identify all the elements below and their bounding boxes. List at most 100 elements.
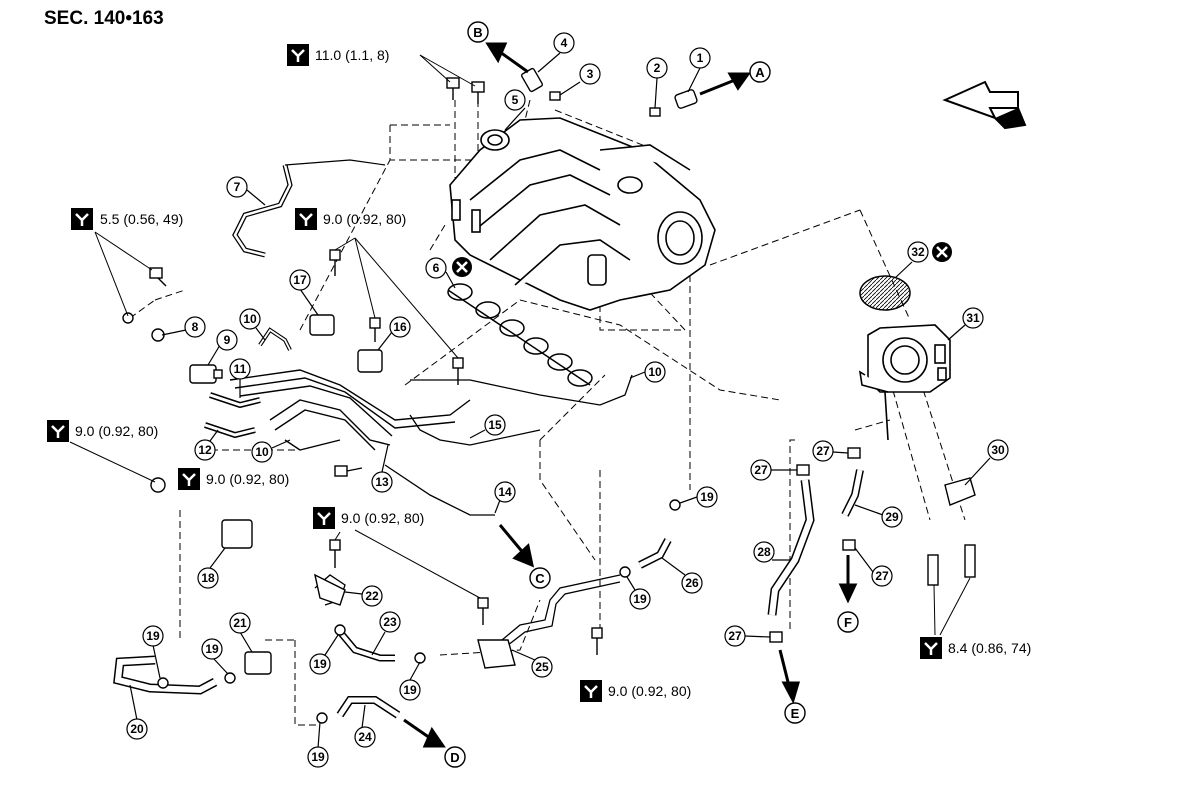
callout-number: 19: [633, 592, 647, 606]
callout-number: 19: [311, 750, 325, 764]
torque-value: 8.4 (0.86, 74): [948, 640, 1031, 656]
connector-letter: A: [755, 65, 765, 80]
callout-number: 24: [358, 730, 372, 744]
callout-number: 14: [498, 485, 512, 499]
connector-c: C: [529, 567, 551, 589]
torque-wrench-icon: [287, 44, 309, 66]
callout-number: 20: [130, 722, 144, 736]
callout-number: 19: [313, 657, 327, 671]
callout-number: 10: [255, 445, 269, 459]
torque-value: 11.0 (1.1, 8): [315, 47, 389, 63]
callout-12: 12: [194, 429, 219, 461]
callout-16: 16: [377, 316, 411, 351]
torque-callout-1: 11.0 (1.1, 8): [287, 44, 476, 87]
connector-letter: D: [450, 750, 459, 765]
torque-callout-3: 9.0 (0.92, 80): [295, 208, 459, 359]
callout-number: 12: [198, 443, 212, 457]
callout-number: 2: [654, 61, 661, 75]
torque-callout-5: 9.0 (0.92, 80): [178, 468, 289, 490]
callout-8: 8: [161, 316, 206, 338]
connector-f: F: [837, 611, 859, 633]
callout-31: 31: [947, 307, 984, 341]
callout-9: 9: [207, 329, 238, 366]
torque-value: 9.0 (0.92, 80): [608, 683, 691, 699]
callout-4: 4: [537, 32, 575, 73]
callout-10-c: 10: [629, 361, 666, 383]
torque-callout-7: 9.0 (0.92, 80): [580, 680, 691, 702]
callout-24: 24: [354, 704, 376, 748]
callout-27-b: 27: [812, 440, 849, 462]
torque-callout-6: 9.0 (0.92, 80): [313, 507, 481, 599]
callout-14: 14: [494, 481, 516, 514]
callout-17: 17: [289, 269, 319, 316]
callout-6: 6: [425, 257, 456, 289]
connector-letter: F: [844, 615, 852, 630]
connector-d: D: [444, 746, 466, 768]
connector-letter: C: [535, 571, 545, 586]
torque-value: 9.0 (0.92, 80): [323, 211, 406, 227]
callout-19-b: 19: [201, 638, 229, 675]
torque-wrench-icon: [580, 680, 602, 702]
callout-19-c: 19: [309, 634, 339, 675]
connector-b: B: [467, 21, 489, 43]
callout-27-d: 27: [724, 625, 771, 647]
callout-27-c: 27: [854, 547, 893, 587]
torque-value: 9.0 (0.92, 80): [75, 423, 158, 439]
callout-30: 30: [964, 439, 1009, 486]
callout-number: 8: [192, 320, 199, 334]
intake-manifold: [449, 117, 716, 311]
callout-5: 5: [504, 89, 526, 131]
callout-number: 7: [234, 180, 241, 194]
callout-number: 19: [403, 683, 417, 697]
connector-letter: E: [791, 706, 800, 721]
callout-number: 13: [375, 475, 389, 489]
callout-number: 29: [885, 510, 899, 524]
small-components: [122, 67, 976, 724]
callout-18: 18: [197, 547, 226, 589]
callout-2: 2: [646, 57, 668, 109]
callout-number: 30: [991, 443, 1005, 457]
callout-number: 27: [816, 444, 830, 458]
callout-19-f: 19: [626, 576, 651, 610]
callout-number: 26: [685, 576, 699, 590]
callout-7: 7: [226, 176, 266, 206]
callout-19-e: 19: [307, 721, 329, 768]
dashed-assembly-lines: [129, 99, 966, 726]
callout-22: 22: [344, 585, 383, 607]
callout-number: 27: [754, 463, 768, 477]
torque-value: 5.5 (0.56, 49): [100, 211, 183, 227]
callout-number: 3: [587, 67, 594, 81]
connector-a: A: [749, 61, 771, 83]
callout-21: 21: [229, 612, 253, 653]
callout-25: 25: [511, 649, 553, 678]
hoses-and-tubes: [113, 159, 864, 719]
torque-callout-4: 9.0 (0.92, 80): [47, 420, 158, 483]
callout-27-a: 27: [750, 459, 797, 481]
connector-arrows: [403, 42, 858, 748]
callout-number: 25: [535, 660, 549, 674]
callout-number: 10: [243, 312, 257, 326]
do-not-reuse-icon: [452, 257, 472, 277]
callout-number: 27: [875, 569, 889, 583]
callout-number: 10: [648, 365, 662, 379]
callout-10-b: 10: [251, 439, 291, 463]
gasket-32: [859, 275, 911, 311]
connector-e: E: [784, 702, 806, 724]
torque-value: 9.0 (0.92, 80): [206, 471, 289, 487]
callout-number: 31: [966, 311, 980, 325]
callout-number: 19: [146, 629, 160, 643]
callout-number: 16: [393, 320, 407, 334]
torque-value: 9.0 (0.92, 80): [341, 510, 424, 526]
torque-wrench-icon: [47, 420, 69, 442]
callout-number: 28: [757, 545, 771, 559]
callout-number: 18: [201, 571, 215, 585]
callout-26: 26: [661, 557, 703, 594]
torque-wrench-icon: [920, 637, 942, 659]
torque-wrench-icon: [71, 208, 93, 230]
callout-15: 15: [469, 414, 506, 439]
callout-32: 32: [894, 241, 929, 279]
callout-23: 23: [371, 611, 401, 656]
callout-19-d: 19: [399, 661, 421, 701]
